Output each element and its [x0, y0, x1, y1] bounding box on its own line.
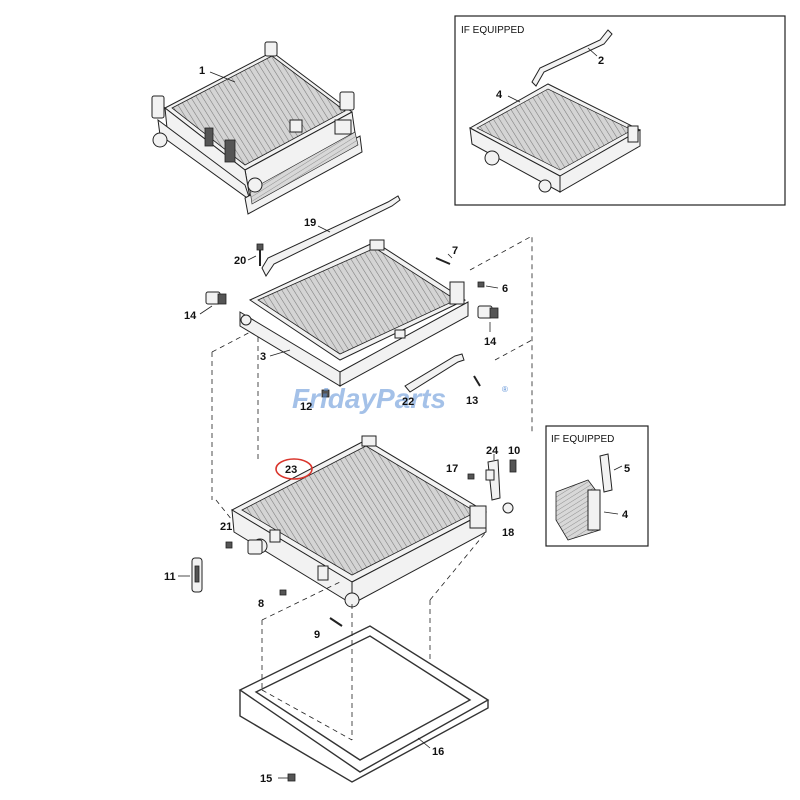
callout-23: 23: [285, 464, 297, 476]
inset-right-callout-5: 5: [624, 463, 630, 475]
inset-top-title: IF EQUIPPED: [461, 25, 524, 36]
callout-24: 24: [486, 445, 499, 457]
callout-1: 1: [199, 65, 205, 77]
callout-19: 19: [304, 217, 316, 229]
callout-21: 21: [220, 521, 232, 533]
bolt-15: [278, 773, 296, 782]
callout-18: 18: [502, 527, 514, 539]
callout-14-left: 14: [184, 310, 197, 322]
inset-right-if-equipped: IF EQUIPPED 5 4: [545, 425, 649, 547]
callout-3: 3: [260, 351, 266, 363]
inset-top-if-equipped: IF EQUIPPED 2 4: [454, 15, 786, 206]
watermark-logo: FridayParts ®: [292, 383, 508, 414]
bracket-24: [485, 459, 501, 501]
mounting-frame-16: [238, 625, 490, 783]
radiator-3: [239, 239, 469, 387]
inset-right-callout-4: 4: [622, 509, 629, 521]
callout-15: 15: [260, 773, 272, 785]
highlight-circle-23: [275, 458, 313, 480]
inset-right-title: IF EQUIPPED: [551, 434, 614, 445]
callout-17: 17: [446, 463, 458, 475]
callout-22: 22: [402, 396, 414, 408]
callout-10: 10: [508, 445, 520, 457]
inset-callout-4: 4: [496, 89, 503, 101]
callout-12: 12: [300, 401, 312, 413]
bolt-20: [256, 243, 264, 266]
radiator-23: [230, 435, 488, 608]
fitting-14-right: [477, 305, 499, 319]
callout-14-right: 14: [484, 336, 497, 348]
svg-text:®: ®: [502, 385, 508, 394]
callout-9: 9: [314, 629, 320, 641]
callout-20: 20: [234, 255, 246, 267]
callout-13: 13: [466, 395, 478, 407]
svg-text:FridayParts: FridayParts: [292, 383, 446, 414]
radiator-assembly-1: [151, 41, 363, 215]
callout-6: 6: [502, 283, 508, 295]
callout-16: 16: [432, 746, 444, 758]
inset-callout-2: 2: [598, 55, 604, 67]
callout-8: 8: [258, 598, 264, 610]
fitting-14-left: [205, 291, 227, 305]
clamp-11: [191, 557, 203, 593]
callout-7: 7: [452, 245, 458, 257]
callout-11: 11: [164, 571, 176, 583]
